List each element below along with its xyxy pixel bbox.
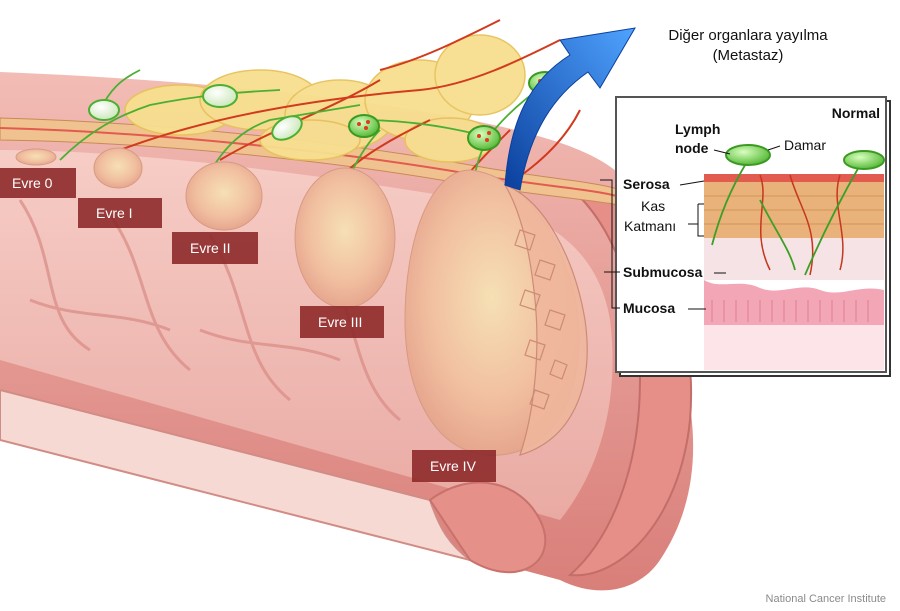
metastasis-label-line1: Diğer organlara yayılma [668,27,828,44]
lymph-node [202,84,238,108]
inset-lymph-label: Lymph [675,121,720,137]
metastasis-arrow [504,27,636,191]
stage-label: Evre III [318,314,362,330]
inset-mucosa-label: Mucosa [623,300,675,316]
normal-wall-inset: Normal Lymph node Damar Serosa Kas Katma… [600,96,891,377]
inset-muscle-label: Katmanı [624,218,676,234]
tumor-stage-2 [185,161,263,231]
inset-lymph-node [843,150,885,170]
stage-box [172,232,258,264]
inset-mucosa-layer [704,280,884,325]
inset-serosa-layer [704,174,884,182]
inset-submucosa-layer [704,238,884,280]
tumor-stage-0 [15,148,57,166]
lymph-node-affected [467,125,501,151]
inset-submucosa-label: Submucosa [623,264,703,280]
stage-label: Evre 0 [12,175,53,191]
stage-label: Evre I [96,205,133,221]
stage-box [300,306,384,338]
lymph-node [271,115,303,141]
tumor-stage-1 [93,147,143,189]
inset-vessel-label: Damar [784,137,826,153]
stage-box [78,198,162,228]
stage-label: Evre II [190,240,230,256]
inset-muscle-label: Kas [641,198,665,214]
stage-labels: Evre 0 Evre I Evre II Evre III Evre IV [0,168,496,482]
stage-label: Evre IV [430,458,477,474]
tumor-cut-texture [503,183,588,456]
tumors [15,147,588,456]
stage-box [412,450,496,482]
inset-lymph-label: node [675,140,709,156]
inset-title: Normal [832,105,880,121]
inset-lymph-node [725,144,771,166]
credit-text: National Cancer Institute [766,593,886,605]
inset-serosa-label: Serosa [623,176,670,192]
lymph-node [88,99,120,121]
lymph-node-affected [348,114,380,138]
metastasis-label-line2: (Metastaz) [713,47,784,64]
stage-box [0,168,76,198]
tumor-stage-3 [294,167,396,309]
